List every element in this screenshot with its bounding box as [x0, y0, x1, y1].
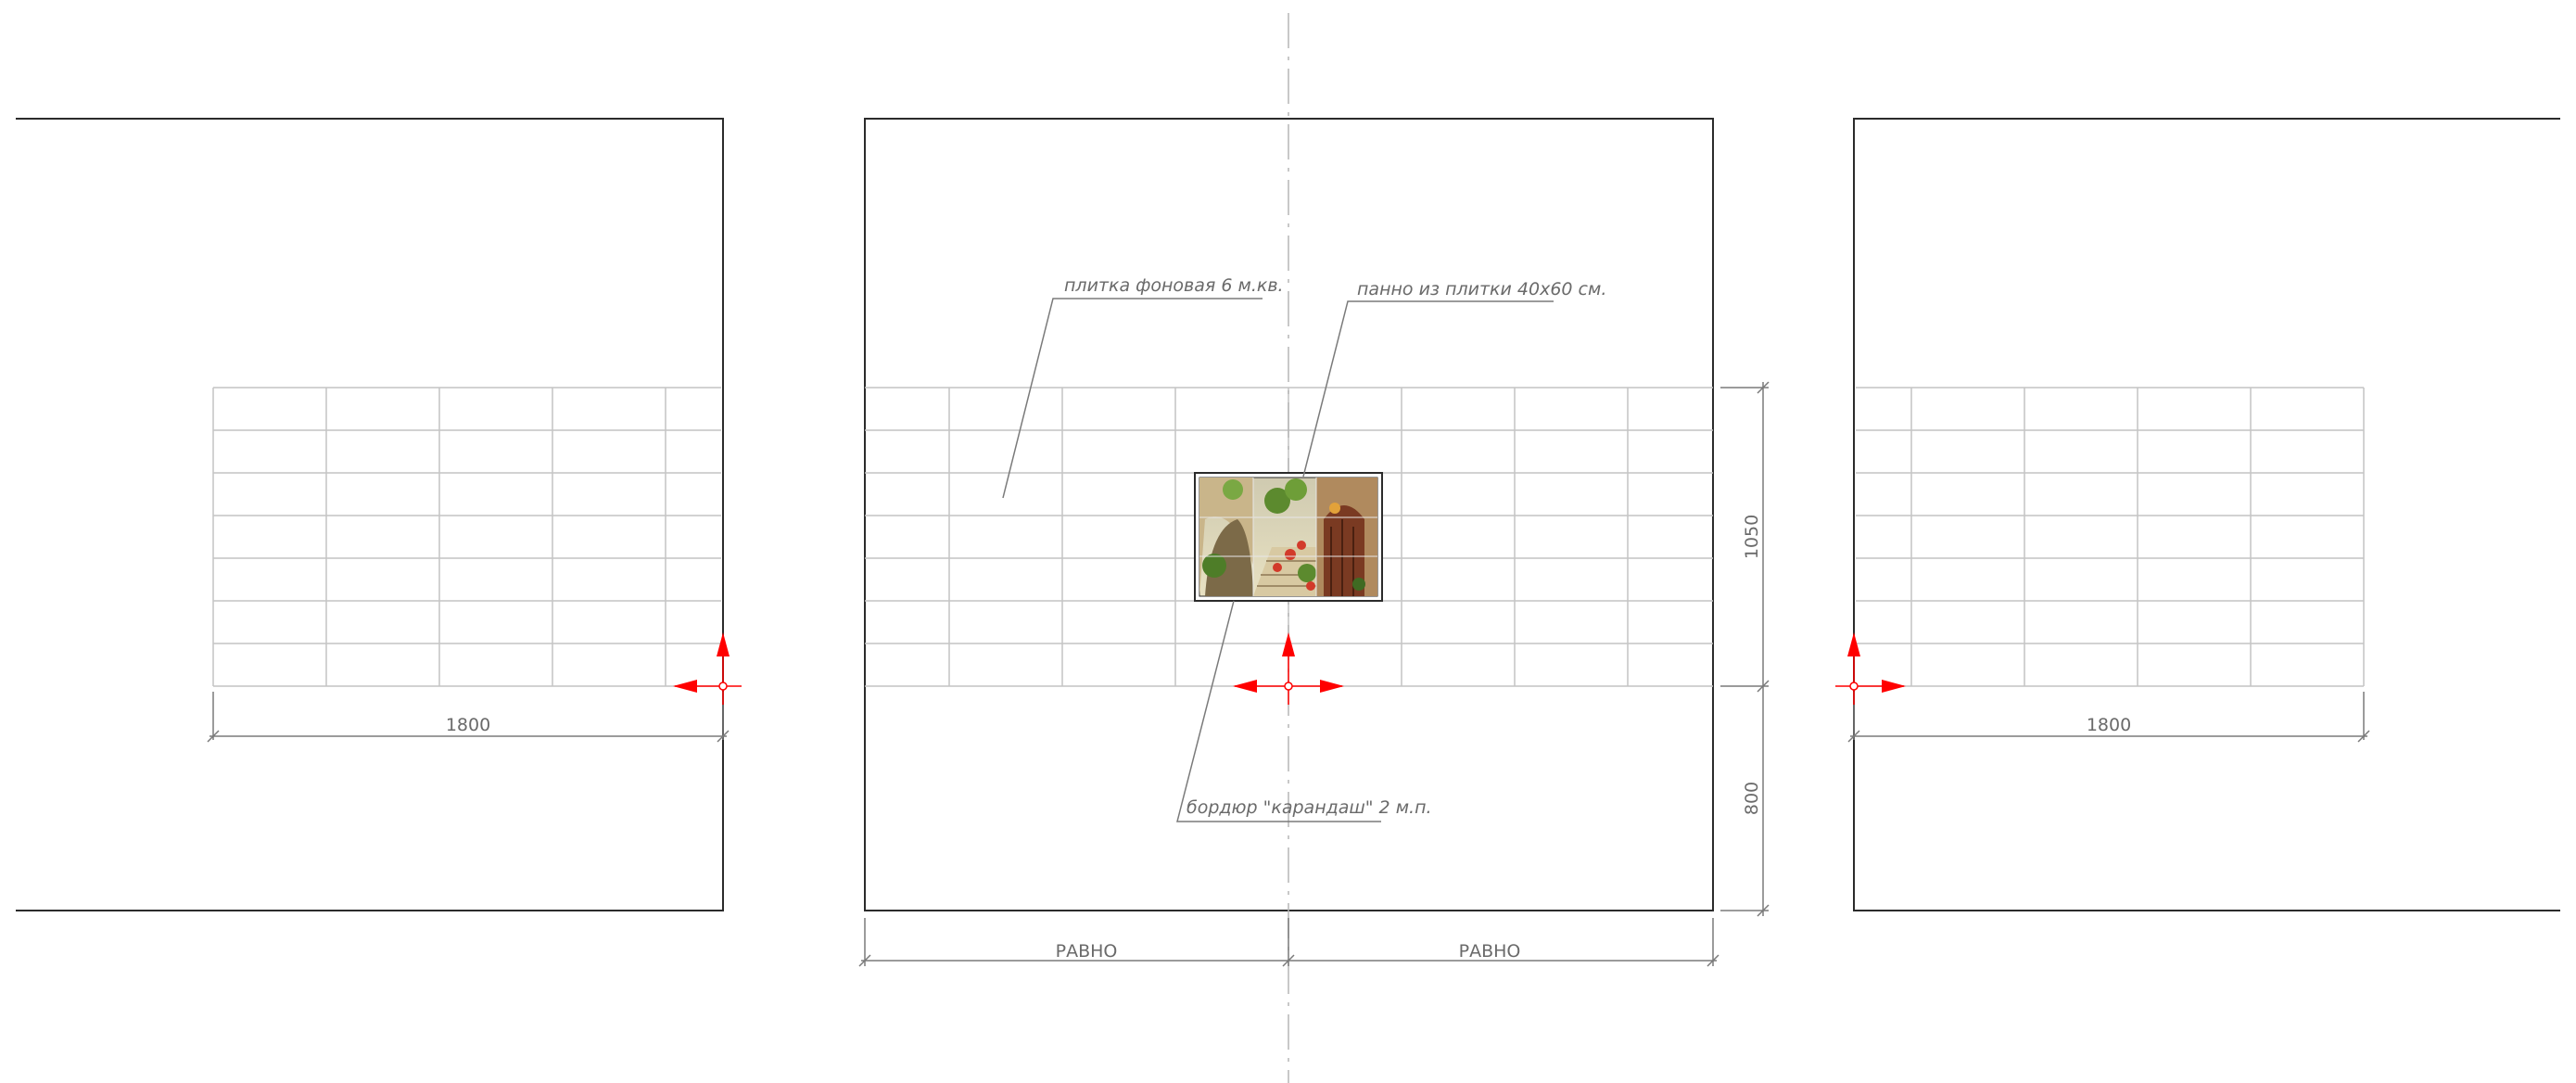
red-arrow-marker-icon [1835, 632, 1906, 705]
left-wall-width-label: 1800 [446, 715, 490, 735]
village-street-mural-icon [1194, 472, 1383, 602]
center-wall: плитка фоновая 6 м.кв. панно из плитки 4… [858, 13, 1770, 1083]
left-wall-outline [16, 118, 724, 911]
left-wall: 1800 [16, 118, 742, 911]
red-arrow-marker-icon [1233, 632, 1344, 705]
background-tile-label: плитка фоновая 6 м.кв. [1064, 275, 1284, 296]
annotation-leaders [1002, 298, 1554, 822]
right-wall-width-label: 1800 [2087, 715, 2131, 735]
base-height-label: 800 [1742, 782, 1762, 815]
right-wall-tile-grid [1856, 387, 2365, 687]
left-wall-tile-grid [212, 387, 721, 687]
red-arrow-marker-icon [673, 632, 742, 705]
center-wall-bottom-dimension [858, 918, 1719, 967]
right-wall: 1800 [1835, 118, 2560, 911]
border-label: бордюр "карандаш" 2 м.п. [1186, 797, 1432, 818]
right-wall-outline [1853, 118, 2560, 911]
center-left-half-label: РАВНО [1056, 941, 1118, 962]
center-wall-vertical-dimension [1720, 381, 1770, 917]
panel-tile-label: панно из плитки 40х60 см. [1357, 279, 1606, 299]
tile-band-height-label: 1050 [1742, 515, 1762, 559]
center-right-half-label: РАВНО [1459, 941, 1521, 962]
